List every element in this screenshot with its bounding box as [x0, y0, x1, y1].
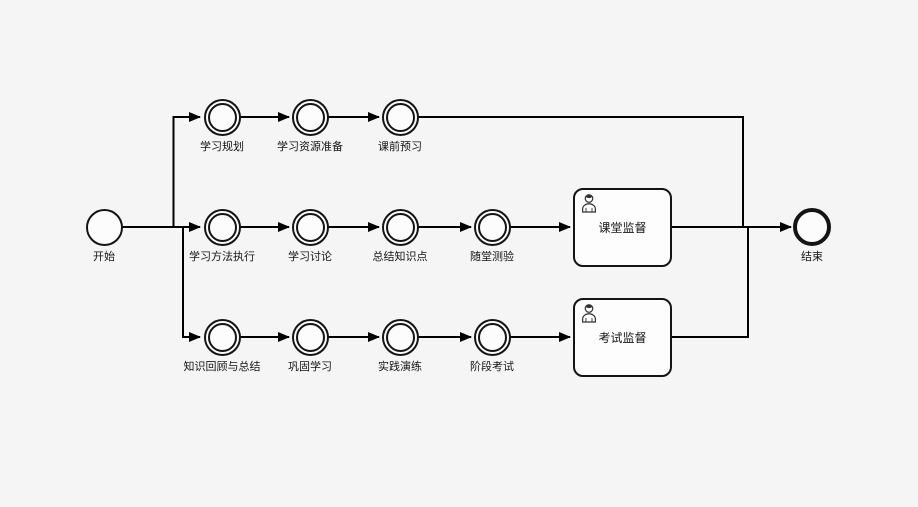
task-circle-inner [385, 322, 415, 352]
task-circle-inner [477, 322, 507, 352]
task-circle-inner [295, 212, 325, 242]
start-event-circle [85, 208, 123, 246]
task-circle [291, 318, 329, 356]
task-circle [473, 318, 511, 356]
exam-supervision-node[interactable]: 考试监督 [573, 297, 672, 377]
task-circle [291, 208, 329, 246]
task-circle-inner [295, 102, 325, 132]
end-event-label: 结束 [801, 251, 823, 263]
task-node-preview[interactable]: 课前预习 [378, 98, 422, 153]
start-event-node[interactable]: 开始 [85, 208, 123, 263]
flow-preview-to-merge [418, 116, 744, 228]
task-node-summary[interactable]: 总结知识点 [373, 208, 428, 263]
task-circle [203, 208, 241, 246]
task-circle [473, 208, 511, 246]
user-icon [582, 303, 596, 323]
start-event-label: 开始 [93, 250, 115, 263]
task-node-quiz[interactable]: 随堂测验 [470, 208, 514, 263]
task-node-review[interactable]: 知识回顾与总结 [184, 318, 261, 373]
task-circle-inner [385, 212, 415, 242]
task-node-planning[interactable]: 学习规划 [200, 98, 244, 153]
task-label: 学习讨论 [288, 250, 332, 263]
task-node-practice[interactable]: 实践演练 [378, 318, 422, 373]
end-event-node[interactable]: 结束 [793, 208, 831, 263]
task-circle [203, 98, 241, 136]
task-circle [291, 98, 329, 136]
task-circle-inner [477, 212, 507, 242]
task-label: 巩固学习 [288, 360, 332, 373]
task-circle [381, 98, 419, 136]
task-label: 知识回顾与总结 [183, 360, 261, 373]
task-node-resources[interactable]: 学习资源准备 [277, 98, 343, 153]
task-label: 学习方法执行 [189, 250, 255, 263]
task-label: 课前预习 [378, 140, 422, 153]
task-circle [203, 318, 241, 356]
task-node-method-execution[interactable]: 学习方法执行 [189, 208, 255, 263]
task-circle-inner [385, 102, 415, 132]
task-label: 学习资源准备 [277, 140, 343, 153]
task-label: 实践演练 [378, 360, 422, 373]
user-icon [582, 193, 596, 213]
task-circle [381, 318, 419, 356]
task-node-discussion[interactable]: 学习讨论 [288, 208, 332, 263]
task-label: 阶段考试 [470, 360, 514, 373]
task-circle-inner [207, 102, 237, 132]
task-circle-inner [207, 212, 237, 242]
task-label: 学习规划 [200, 140, 244, 153]
class-supervision-node[interactable]: 课堂监督 [573, 187, 672, 267]
task-circle-inner [207, 322, 237, 352]
task-label: 总结知识点 [372, 250, 428, 263]
task-label: 随堂测验 [470, 250, 514, 263]
task-circle [381, 208, 419, 246]
task-node-stage-exam[interactable]: 阶段考试 [470, 318, 514, 373]
flow-exam-supervision-to-merge [672, 226, 749, 338]
class-supervision-label: 课堂监督 [598, 220, 647, 235]
exam-supervision-label: 考试监督 [598, 330, 647, 345]
task-circle-inner [295, 322, 325, 352]
task-node-consolidate[interactable]: 巩固学习 [288, 318, 332, 373]
end-event-circle [793, 208, 831, 246]
